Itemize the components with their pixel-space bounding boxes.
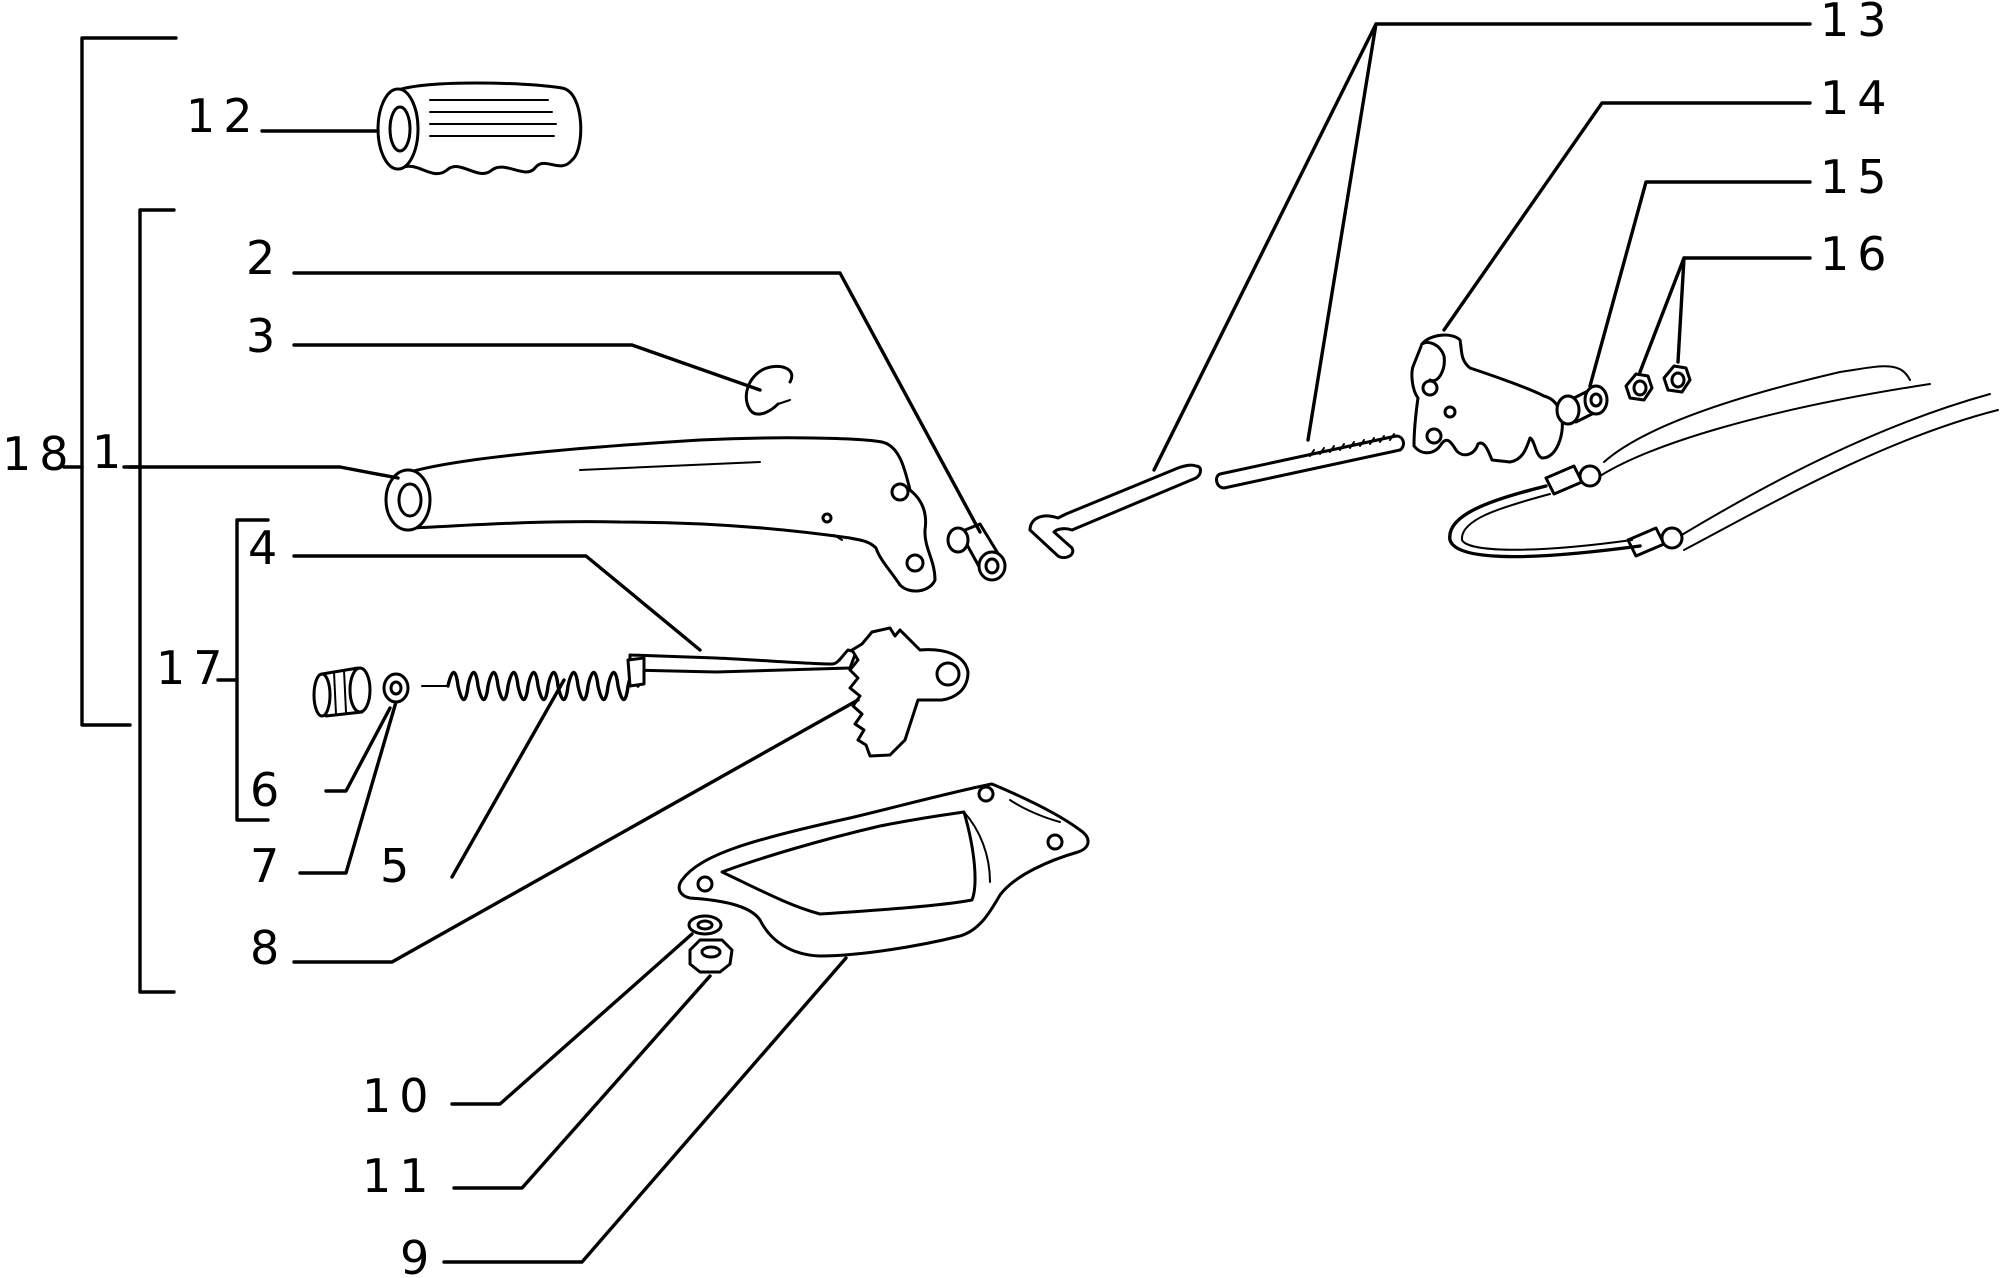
- callout-12: 12: [186, 89, 261, 143]
- bracket-17: [216, 518, 270, 822]
- callout-4: 4: [248, 521, 285, 575]
- callout-7: 7: [250, 839, 287, 893]
- bracket-1: [122, 208, 176, 994]
- pin-part: [946, 522, 1007, 582]
- push-button-part: [312, 666, 372, 718]
- callout-8: 8: [250, 921, 287, 975]
- callout-17: 17: [156, 641, 231, 695]
- tie-rod-part: [1028, 433, 1405, 560]
- equalizer-bracket-part: [1410, 333, 1564, 464]
- washer-part: [382, 672, 410, 704]
- callout-14: 14: [1820, 71, 1895, 125]
- callout-2: 2: [246, 231, 283, 285]
- leader-lines: [128, 22, 1812, 1264]
- bracket-18: [62, 36, 178, 727]
- callout-15: 15: [1820, 150, 1895, 204]
- callout-5: 5: [380, 839, 417, 893]
- pawl-rod-part: [628, 648, 858, 674]
- brake-cables-part: [1448, 365, 1999, 559]
- callout-3: 3: [246, 309, 283, 363]
- callout-1: 1: [92, 425, 129, 479]
- callout-13: 13: [1820, 0, 1895, 47]
- ratchet-sector-part: [848, 626, 970, 758]
- callout-18: 18: [2, 427, 77, 481]
- brake-lever-part: [384, 436, 937, 593]
- callout-10: 10: [362, 1069, 437, 1123]
- callout-6: 6: [250, 763, 287, 817]
- spacer-bushing-part: [1555, 384, 1609, 426]
- callout-16: 16: [1820, 227, 1895, 281]
- small-washer-part: [687, 914, 723, 936]
- callout-11: 11: [362, 1149, 437, 1203]
- callout-9: 9: [400, 1231, 437, 1278]
- nuts-pair-part: [1624, 364, 1692, 402]
- clip-ring-part: [744, 365, 794, 416]
- nut-part: [688, 938, 734, 974]
- handle-grip-part: [376, 81, 583, 176]
- boot-cover-part: [677, 782, 1090, 958]
- callout-labels: 18 1 12 2 3 4 17 6 7 5 8 10 11 9 13 14 1…: [2, 0, 1895, 1278]
- spring-part: [421, 656, 646, 702]
